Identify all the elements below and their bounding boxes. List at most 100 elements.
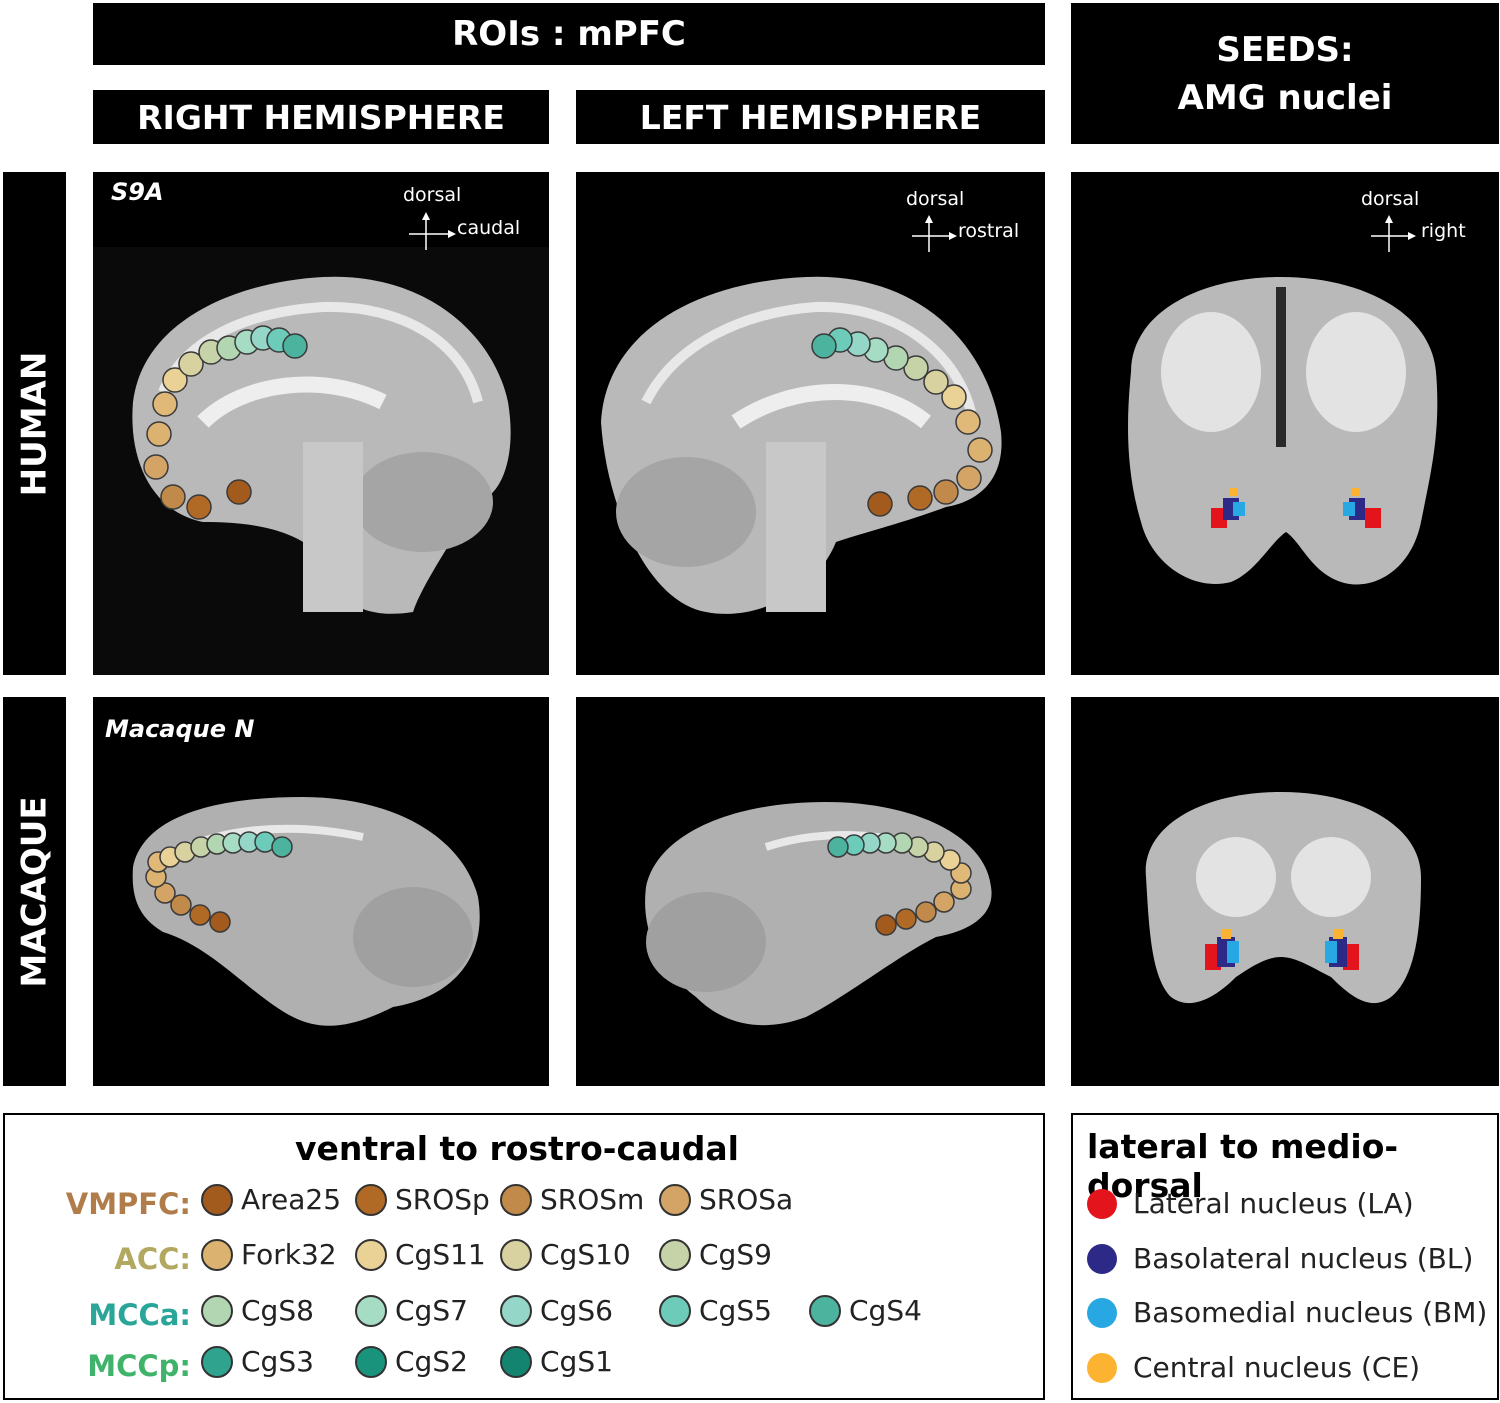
axis-arrow-icon [912,215,957,252]
legend-item: CgS4 [809,1294,922,1327]
axis-dorsal-label: dorsal [906,188,965,210]
legend-swatch-icon [355,1183,387,1216]
human-right-brain-image [93,247,549,675]
human-right-hemisphere-panel: S9A dorsal caudal [93,172,549,675]
human-amygdala-nuclei [1211,488,1381,528]
legend-item-label: Fork32 [241,1238,337,1271]
legend-swatch-icon [355,1345,387,1378]
panel-label-macaque-n: Macaque N [105,715,255,743]
human-left-hemisphere-panel: dorsal rostral [576,172,1045,675]
legend-swatch-icon [355,1238,387,1271]
legend-swatch-icon [500,1345,532,1378]
amg-nuclei-legend: lateral to medio-dorsal Lateral nucleus … [1071,1113,1499,1400]
legend-item: Area25 [201,1183,341,1216]
axis-dorsal-label: dorsal [1361,188,1420,210]
legend-item-label: CgS1 [540,1345,613,1378]
human-amygdala-seed-panel: dorsal right [1071,172,1499,675]
legend-item: CgS7 [355,1294,468,1327]
legend-item-label: CgS8 [241,1294,314,1327]
legend-swatch-icon [355,1294,387,1327]
legend-group-label: MCCp: [87,1349,191,1383]
amg-legend-label: Basomedial nucleus (BM) [1133,1296,1488,1329]
rois-title: ROIs : mPFC [93,3,1045,65]
legend-item-label: CgS3 [241,1345,314,1378]
axis-rostral-label: rostral [958,220,1020,242]
axis-arrow-icon [409,212,456,250]
macaque-left-hemisphere-panel [576,697,1045,1086]
axis-right-label: right [1421,220,1466,242]
legend-item-label: CgS9 [699,1238,772,1271]
macaque-right-hemisphere-panel: Macaque N [93,697,549,1086]
legend-item: CgS9 [659,1238,772,1271]
macaque-left-roi-circles [827,832,972,936]
legend-swatch-icon [500,1238,532,1271]
mpfc-legend-title: ventral to rostro-caudal [295,1129,739,1168]
legend-item-label: CgS4 [849,1294,922,1327]
legend-item: CgS5 [659,1294,772,1327]
legend-group-label: VMPFC: [65,1187,191,1221]
legend-item-label: CgS5 [699,1294,772,1327]
axis-caudal-label: caudal [457,217,521,239]
amg-legend-item: Lateral nucleus (LA) [1087,1187,1414,1220]
legend-item: CgS3 [201,1345,314,1378]
legend-item-label: SROSa [699,1183,794,1216]
legend-group-label: ACC: [114,1242,191,1276]
human-right-roi-circles [143,325,308,520]
legend-item: CgS1 [500,1345,613,1378]
legend-item-label: CgS10 [540,1238,631,1271]
amg-legend-item: Central nucleus (CE) [1087,1351,1420,1384]
row-label-human: HUMAN [3,172,66,675]
mpfc-roi-legend: ventral to rostro-caudal VMPFC: Area25 SRO… [3,1113,1045,1400]
left-hemisphere-header: LEFT HEMISPHERE [576,90,1045,144]
amg-legend-item: Basolateral nucleus (BL) [1087,1242,1473,1275]
amg-legend-item: Basomedial nucleus (BM) [1087,1296,1487,1329]
legend-item: CgS11 [355,1238,486,1271]
macaque-right-roi-circles [145,831,293,933]
legend-swatch-icon [659,1183,691,1216]
seeds-line-1: SEEDS: [1216,29,1354,70]
legend-item-label: SROSp [395,1183,490,1216]
legend-item: CgS2 [355,1345,468,1378]
amg-swatch-icon [1087,1188,1117,1219]
legend-item-label: SROSm [540,1183,645,1216]
seeds-header: SEEDS: AMG nuclei [1071,3,1499,144]
axis-dorsal-label: dorsal [403,184,462,206]
legend-group-label: MCCa: [88,1298,191,1332]
legend-item-label: CgS7 [395,1294,468,1327]
legend-item-label: CgS2 [395,1345,468,1378]
legend-swatch-icon [201,1238,233,1271]
macaque-left-brain-image [645,802,992,1026]
amg-swatch-icon [1087,1352,1117,1383]
legend-swatch-icon [500,1294,532,1327]
legend-item: SROSm [500,1183,644,1216]
seeds-line-2: AMG nuclei [1177,77,1393,118]
macaque-amygdala-nuclei [1205,929,1359,970]
amg-legend-label: Lateral nucleus (LA) [1133,1187,1414,1220]
legend-item-label: CgS11 [395,1238,486,1271]
amg-legend-label: Basolateral nucleus (BL) [1133,1242,1474,1275]
row-label-human-text: HUMAN [14,351,55,496]
legend-swatch-icon [201,1183,233,1216]
panel-label-s9a: S9A [111,178,164,206]
legend-swatch-icon [809,1294,841,1327]
human-left-roi-circles [811,327,993,517]
legend-item: CgS6 [500,1294,613,1327]
right-hemisphere-header: RIGHT HEMISPHERE [93,90,549,144]
axis-arrow-icon [1371,215,1416,252]
row-label-macaque-text: MACAQUE [14,795,55,988]
amg-swatch-icon [1087,1243,1117,1274]
legend-swatch-icon [659,1294,691,1327]
legend-swatch-icon [659,1238,691,1271]
legend-item: SROSp [355,1183,490,1216]
macaque-amygdala-seed-panel [1071,697,1499,1086]
row-label-macaque: MACAQUE [3,697,66,1086]
amg-swatch-icon [1087,1297,1117,1328]
legend-item: CgS10 [500,1238,631,1271]
legend-item: Fork32 [201,1238,337,1271]
legend-swatch-icon [201,1345,233,1378]
legend-item: CgS8 [201,1294,314,1327]
amg-legend-title: lateral to medio-dorsal [1087,1127,1399,1205]
legend-swatch-icon [201,1294,233,1327]
legend-item: SROSa [659,1183,793,1216]
legend-item-label: CgS6 [540,1294,613,1327]
